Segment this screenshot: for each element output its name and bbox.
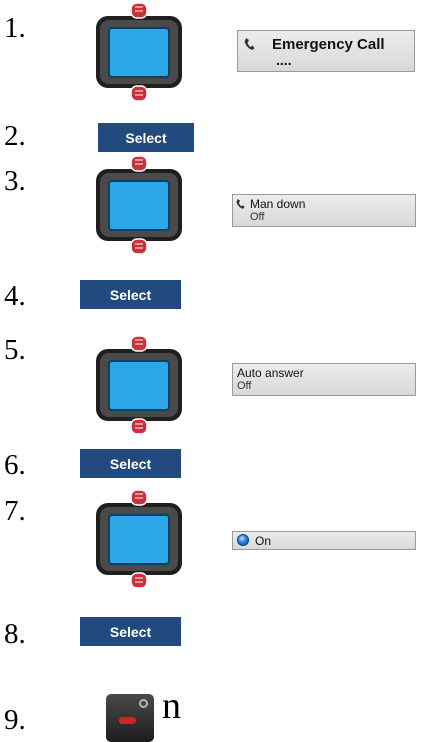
step-number: 1. bbox=[4, 12, 26, 44]
nav-key-icon bbox=[93, 487, 185, 591]
step-number: 5. bbox=[4, 334, 26, 366]
select-button[interactable]: Select bbox=[80, 280, 181, 309]
screen-value: Off bbox=[237, 380, 252, 392]
option-label: On bbox=[255, 534, 272, 548]
handset-icon bbox=[236, 199, 245, 209]
step-number: 3. bbox=[4, 165, 26, 197]
step-number: 4. bbox=[4, 280, 26, 312]
step-number: 9. bbox=[4, 704, 26, 736]
screen-title: Emergency Call bbox=[272, 36, 385, 53]
screen-value: .... bbox=[276, 52, 292, 68]
handset-icon bbox=[244, 38, 255, 50]
screen-emergency-call: Emergency Call .... bbox=[237, 30, 415, 72]
nav-key-icon bbox=[93, 333, 185, 437]
step-number: 2. bbox=[4, 120, 26, 152]
nav-key-icon bbox=[93, 0, 185, 104]
key-letter: n bbox=[162, 685, 181, 727]
screen-option-on: On bbox=[232, 531, 416, 550]
red-key-mark bbox=[119, 717, 136, 724]
screen-auto-answer: Auto answer Off bbox=[232, 363, 416, 396]
screen-value: Off bbox=[250, 211, 265, 223]
select-button[interactable]: Select bbox=[80, 449, 181, 478]
select-button[interactable]: Select bbox=[98, 123, 194, 152]
select-button[interactable]: Select bbox=[80, 617, 181, 646]
radio-selected-icon bbox=[237, 534, 249, 546]
screen-title: Man down bbox=[250, 197, 306, 211]
screen-title: Auto answer bbox=[237, 366, 304, 380]
step-number: 6. bbox=[4, 449, 26, 481]
step-number: 7. bbox=[4, 495, 26, 527]
screen-man-down: Man down Off bbox=[232, 194, 416, 227]
end-call-key-icon[interactable] bbox=[106, 694, 154, 742]
nav-key-icon bbox=[93, 153, 185, 257]
key-indicator-dot bbox=[139, 699, 148, 708]
step-number: 8. bbox=[4, 618, 26, 650]
